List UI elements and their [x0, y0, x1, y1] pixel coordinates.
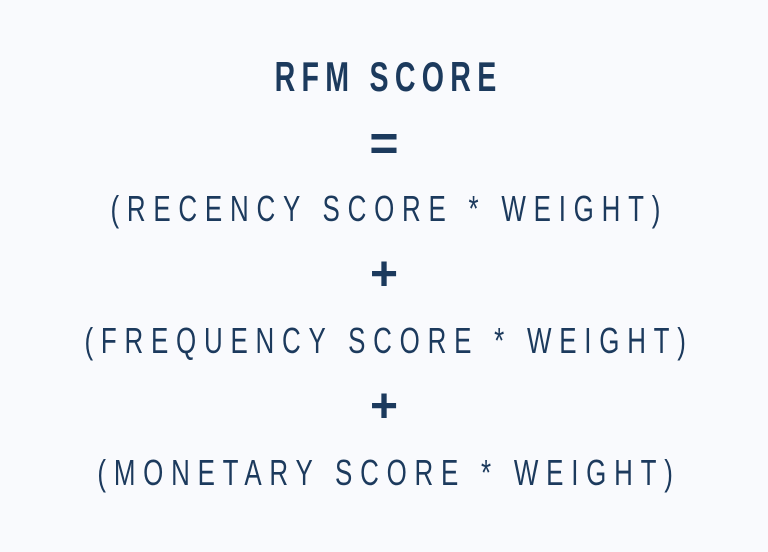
equals-row: =: [369, 110, 398, 176]
plus-row: +: [370, 242, 398, 308]
term-recency: (RECENCY SCORE * WEIGHT): [110, 188, 669, 229]
plus-operator: +: [369, 248, 399, 301]
plus-row: +: [370, 374, 398, 440]
plus-operator: +: [369, 380, 399, 433]
formula-title: RFM SCORE: [274, 53, 503, 100]
term-frequency: (FREQUENCY SCORE * WEIGHT): [84, 320, 695, 361]
term-monetary: (MONETARY SCORE * WEIGHT): [97, 452, 682, 493]
term-row: (RECENCY SCORE * WEIGHT): [2, 176, 766, 242]
equals-operator: =: [369, 115, 399, 171]
term-row: (MONETARY SCORE * WEIGHT): [0, 440, 768, 506]
title-row: RFM SCORE: [221, 44, 547, 110]
term-row: (FREQUENCY SCORE * WEIGHT): [0, 308, 768, 374]
